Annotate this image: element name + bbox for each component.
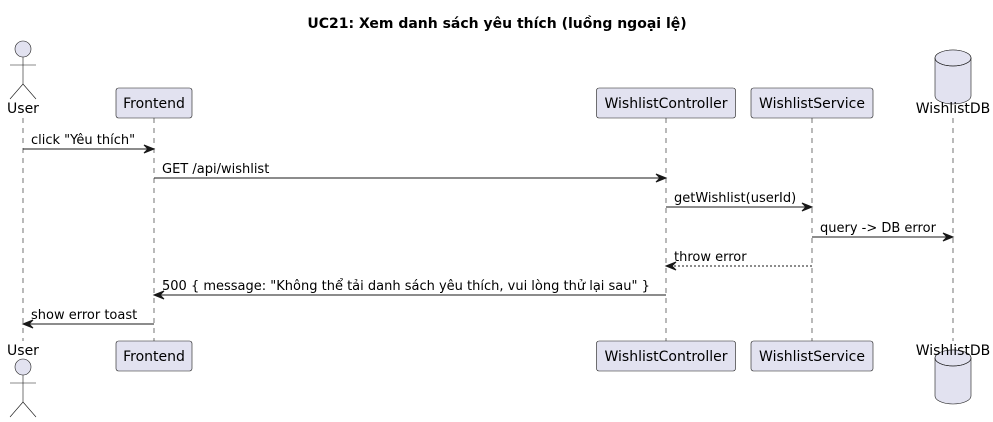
message-label: show error toast: [31, 308, 137, 323]
message-3: getWishlist(userId): [666, 191, 814, 212]
participant-label: User: [7, 343, 39, 359]
message-6: 500 { message: "Không thể tải danh sách …: [152, 279, 666, 300]
message-label: click "Yêu thích": [31, 133, 135, 148]
participant-label: User: [7, 101, 39, 117]
messages: click "Yêu thích" GET /api/wishlist getWis…: [21, 133, 955, 329]
lifelines: [22, 118, 954, 341]
actor-icon: [9, 40, 37, 100]
diagram-title: UC21: Xem danh sách yêu thích (luồng ngo…: [307, 15, 686, 32]
arrowhead-icon: [21, 319, 34, 329]
actor-icon: [9, 358, 37, 418]
participant-label: WishlistService: [759, 96, 865, 112]
participant-wishlist-db-top: WishlistDB: [916, 49, 991, 117]
participant-box: [596, 340, 736, 372]
arrowhead-icon: [143, 144, 156, 154]
participant-label: WishlistDB: [916, 101, 991, 117]
participant-label: WishlistService: [759, 349, 865, 365]
participant-wishlist-service-bottom: WishlistService: [750, 340, 874, 372]
participant-label: Frontend: [123, 96, 185, 112]
database-icon: [934, 49, 972, 105]
participant-label: WishlistController: [604, 349, 727, 365]
message-1: click "Yêu thích": [23, 133, 156, 154]
participant-wishlist-db-bottom: WishlistDB: [916, 343, 991, 405]
message-label: throw error: [674, 250, 747, 265]
message-2: GET /api/wishlist: [154, 162, 668, 183]
message-label: 500 { message: "Không thể tải danh sách …: [162, 279, 650, 294]
arrowhead-icon: [152, 290, 165, 300]
participant-user-bottom: User: [7, 343, 39, 418]
participant-wishlist-service-top: WishlistService: [750, 87, 874, 119]
participant-box: [750, 87, 874, 119]
participant-label: WishlistDB: [916, 343, 991, 359]
participant-label: WishlistController: [604, 96, 727, 112]
participant-box: [596, 87, 736, 119]
arrowhead-icon: [655, 173, 668, 183]
message-label: GET /api/wishlist: [162, 162, 269, 177]
participant-frontend-bottom: Frontend: [115, 340, 193, 372]
arrowhead-icon: [942, 232, 955, 242]
participant-box: [115, 87, 193, 119]
participant-wishlist-controller-bottom: WishlistController: [596, 340, 736, 372]
participant-label: Frontend: [123, 349, 185, 365]
database-icon: [934, 349, 972, 405]
participant-frontend-top: Frontend: [115, 87, 193, 119]
message-label: getWishlist(userId): [674, 191, 796, 206]
participants: UserUserFrontendFrontendWishlistControll…: [7, 40, 991, 418]
arrowhead-icon: [664, 261, 677, 271]
arrowhead-icon: [801, 202, 814, 212]
message-7: show error toast: [21, 308, 154, 329]
participant-box: [750, 340, 874, 372]
participant-box: [115, 340, 193, 372]
message-4: query -> DB error: [812, 221, 955, 242]
participant-wishlist-controller-top: WishlistController: [596, 87, 736, 119]
participant-user-top: User: [7, 40, 39, 117]
message-label: query -> DB error: [820, 221, 937, 236]
message-5: throw error: [664, 250, 812, 271]
